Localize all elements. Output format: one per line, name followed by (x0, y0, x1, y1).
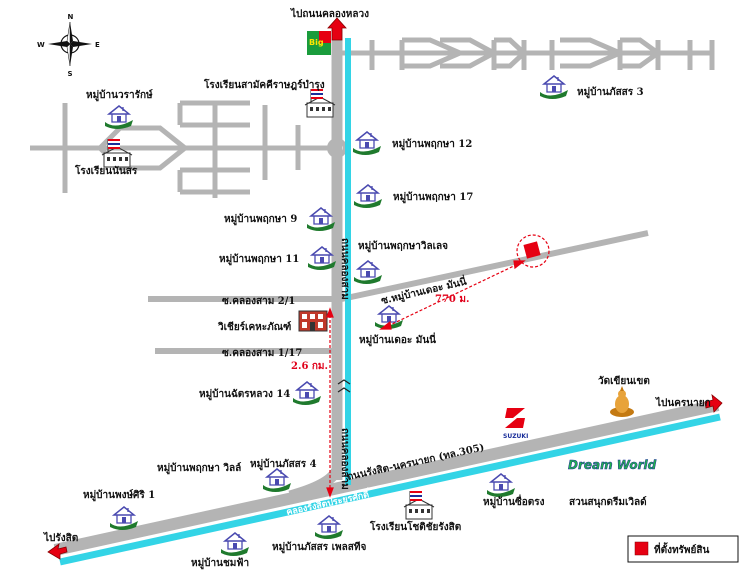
school-icon (403, 490, 435, 520)
house-icon (352, 131, 382, 156)
label-soi-sam-2-1: ซ.คลองสาม 2/1 (222, 296, 295, 307)
legend-swatch (634, 541, 649, 556)
dream-world-logo-text: Dream World (568, 458, 657, 472)
label-v-the-money: หมู่บ้านเดอะ มันนี่ (359, 332, 436, 347)
label-school-chot: โรงเรียนโชติชัยรังสิต (369, 520, 461, 533)
house-icon (353, 260, 383, 285)
label-v-pruksa-villa: หมู่บ้านพฤกษาวิลเลจ (358, 240, 448, 253)
label-v-pruksa9: หมู่บ้านพฤกษา 9 (224, 213, 297, 226)
house-icon (539, 75, 569, 100)
highway-305 (53, 399, 720, 556)
distance-indicators (326, 260, 526, 498)
canals (59, 38, 721, 566)
house-icon (486, 473, 516, 498)
store-building-icon (298, 310, 328, 332)
legend-text: ที่ตั้งทรัพย์สิน (654, 542, 709, 556)
label-v-phatsorn-place: หมู่บ้านภัสสร เพลสทีจ (272, 541, 366, 554)
label-v-phongsiri1: หมู่บ้านพงษ์ศิริ 1 (83, 489, 155, 502)
legend: ที่ตั้งทรัพย์สิน (627, 535, 739, 563)
label-v-chuetrong: หมู่บ้านซื่อตรง (483, 494, 545, 509)
direction-arrows (47, 17, 723, 560)
label-dist-26: 2.6 กม. (291, 361, 328, 372)
roads-top-right (340, 37, 715, 70)
label-soi-sam-1-17: ซ.คลองสาม 1/17 (222, 348, 302, 359)
road-network (30, 30, 720, 556)
big-c-logo: Big (307, 31, 331, 55)
suzuki-text: SUZUKI (503, 433, 528, 440)
temple-buddha-icon (610, 386, 634, 417)
label-to-khlong-luang: ไปถนนคลองหลวง (290, 7, 369, 20)
house-icon (220, 532, 250, 557)
bridge-symbol (337, 379, 351, 393)
school-icon (304, 88, 336, 118)
house-icon (262, 468, 292, 493)
label-v-chomfa: หมู่บ้านชมฟ้า (191, 557, 249, 570)
label-v-pruksa17: หมู่บ้านพฤกษา 17 (393, 191, 473, 204)
label-school-nanthasorn: โรงเรียนนันสร (74, 164, 138, 177)
compass-e: E (95, 41, 100, 49)
label-dist-770: 770 ม. (435, 294, 469, 305)
compass-rose-icon: N S E W (37, 13, 100, 78)
arrow-east-icon (704, 394, 723, 413)
arrow-north-icon (327, 17, 347, 41)
label-v-worarak: หมู่บ้านวรารักษ์ (86, 89, 153, 102)
house-icon (306, 207, 336, 232)
house-icon (314, 515, 344, 540)
compass-w: W (37, 41, 45, 49)
compass-n: N (68, 13, 74, 21)
house-icon (292, 381, 322, 406)
dream-world-logo: Dream World (568, 458, 657, 473)
arrow-west-icon (47, 543, 68, 560)
label-v-phatsorn3: หมู่บ้านภัสสร 3 (577, 86, 644, 99)
label-v-pruksa11: หมู่บ้านพฤกษา 11 (219, 253, 299, 266)
label-v-pruksa-villa2: หมู่บ้านพฤกษา วิลล์ (157, 462, 241, 475)
suzuki-logo: SUZUKI (503, 408, 528, 440)
house-icon (353, 184, 383, 209)
label-to-rangsit: ไปรังสิต (43, 531, 78, 544)
label-to-nakhon-nayok: ไปนครนายก (655, 396, 711, 409)
label-school-samakkhi: โรงเรียนสามัคคีราษฎร์บำรุง (203, 78, 325, 91)
roads-left (30, 100, 337, 198)
label-wat-kian: วัดเขียนเขต (598, 375, 650, 387)
label-v-pruksa12: หมู่บ้านพฤกษา 12 (392, 138, 472, 151)
label-visit-kha: วิเชียร์เคหะภัณฑ์ (218, 321, 292, 333)
big-c-text: Big (309, 38, 324, 47)
label-dream-world: สวนสนุกดรีมเวิลด์ (569, 496, 647, 508)
compass-s: S (68, 70, 73, 78)
house-icon (109, 506, 139, 531)
label-v-phatsorn4: หมู่บ้านภัสสร 4 (250, 458, 317, 471)
label-road-main-v2: ถนนคลองสาม (339, 428, 350, 490)
property-marker (516, 234, 550, 268)
label-v-chatluang14: หมู่บ้านฉัตรหลวง 14 (199, 388, 290, 401)
label-road-main-v: ถนนคลองสาม (339, 238, 350, 300)
house-icon (104, 105, 134, 130)
